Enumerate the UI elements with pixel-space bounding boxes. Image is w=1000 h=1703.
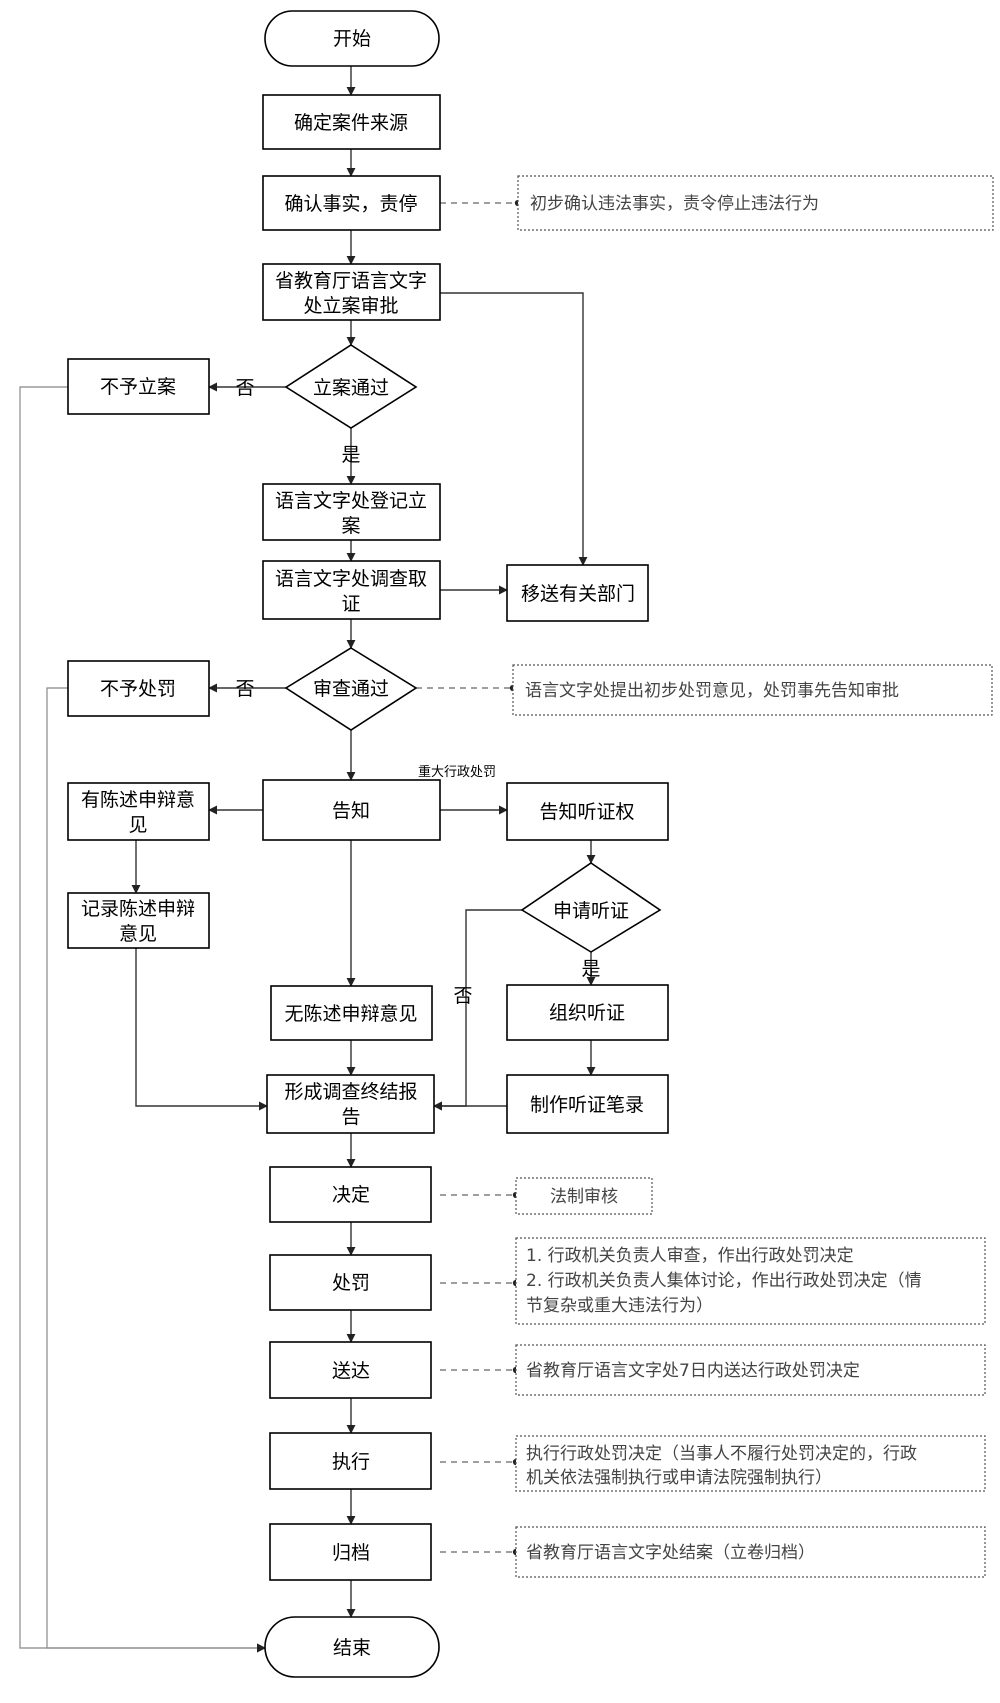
note-execute-text-2: 机关依法强制执行或申请法院强制执行） bbox=[526, 1468, 832, 1488]
node-register: 语言文字处登记立 案 bbox=[262, 483, 441, 541]
label-apply-no: 否 bbox=[453, 985, 472, 1007]
note-decide: 法制审核 bbox=[515, 1177, 653, 1215]
node-organize-hearing-label: 组织听证 bbox=[549, 1002, 625, 1024]
decision-filing-label: 立案通过 bbox=[313, 377, 389, 399]
note-penalty-text-1: 1. 行政机关负责人审查，作出行政处罚决定 bbox=[526, 1246, 854, 1266]
node-no-filing-label: 不予立案 bbox=[100, 376, 176, 398]
node-transfer-label: 移送有关部门 bbox=[521, 583, 635, 605]
node-decide: 决定 bbox=[269, 1166, 432, 1223]
node-record-statement-label-2: 意见 bbox=[119, 923, 157, 945]
node-notify-label: 告知 bbox=[332, 800, 370, 822]
node-approval-label-2: 处立案审批 bbox=[303, 295, 398, 317]
node-no-statement-label: 无陈述申辩意见 bbox=[284, 1003, 417, 1025]
node-has-statement: 有陈述申辩意 见 bbox=[67, 782, 210, 841]
node-hearing-record-label: 制作听证笔录 bbox=[530, 1094, 644, 1116]
node-organize-hearing: 组织听证 bbox=[506, 984, 669, 1041]
decision-apply-hearing: 申请听证 bbox=[520, 862, 662, 953]
node-execute: 执行 bbox=[269, 1432, 432, 1490]
node-deliver: 送达 bbox=[269, 1341, 432, 1399]
decision-apply-hearing-label: 申请听证 bbox=[553, 900, 629, 922]
node-hearing-record: 制作听证笔录 bbox=[506, 1074, 669, 1134]
node-investigate-label-2: 证 bbox=[341, 593, 360, 615]
node-no-penalty-label: 不予处罚 bbox=[100, 678, 176, 700]
note-penalty-text-3: 节复杂或重大违法行为） bbox=[526, 1296, 713, 1316]
node-notify-hearing-label: 告知听证权 bbox=[539, 801, 634, 823]
node-confirm-facts-label: 确认事实，责停 bbox=[284, 193, 417, 215]
label-major-penalty: 重大行政处罚 bbox=[418, 764, 496, 780]
node-report-label-1: 形成调查终结报 bbox=[284, 1081, 417, 1103]
decision-review-label: 审查通过 bbox=[313, 678, 389, 700]
note-review-text: 语言文字处提出初步处罚意见，处罚事先告知审批 bbox=[525, 681, 899, 701]
note-review: 语言文字处提出初步处罚意见，处罚事先告知审批 bbox=[512, 664, 993, 716]
label-filing-yes: 是 bbox=[341, 444, 360, 466]
node-no-filing: 不予立案 bbox=[67, 358, 210, 415]
node-end: 结束 bbox=[264, 1616, 440, 1678]
node-approval: 省教育厅语言文字 处立案审批 bbox=[262, 263, 441, 321]
node-record-statement-label-1: 记录陈述申辩 bbox=[81, 898, 195, 920]
note-deliver-text: 省教育厅语言文字处7日内送达行政处罚决定 bbox=[526, 1361, 860, 1381]
node-start: 开始 bbox=[264, 10, 440, 67]
note-penalty: 1. 行政机关负责人审查，作出行政处罚决定 2. 行政机关负责人集体讨论，作出行… bbox=[515, 1237, 986, 1325]
node-end-label: 结束 bbox=[333, 1637, 371, 1659]
note-decide-text: 法制审核 bbox=[550, 1187, 618, 1207]
node-archive-label: 归档 bbox=[332, 1542, 370, 1564]
decision-review: 审查通过 bbox=[284, 647, 418, 731]
node-start-label: 开始 bbox=[333, 28, 371, 50]
arrow-no-penalty-to-end bbox=[46, 687, 266, 1653]
label-filing-no: 否 bbox=[235, 377, 254, 399]
arrow-record-statement-to-report bbox=[135, 948, 268, 1111]
node-decide-label: 决定 bbox=[332, 1184, 370, 1206]
node-archive: 归档 bbox=[269, 1523, 432, 1581]
node-penalty-label: 处罚 bbox=[332, 1272, 370, 1294]
node-transfer: 移送有关部门 bbox=[506, 564, 649, 622]
label-review-no: 否 bbox=[235, 678, 254, 700]
note-archive: 省教育厅语言文字处结案（立卷归档） bbox=[515, 1526, 986, 1578]
node-register-label-2: 案 bbox=[341, 515, 360, 537]
node-approval-label-1: 省教育厅语言文字 bbox=[275, 270, 427, 292]
node-no-penalty: 不予处罚 bbox=[67, 660, 210, 717]
node-no-statement: 无陈述申辩意见 bbox=[270, 985, 433, 1041]
node-confirm-source: 确定案件来源 bbox=[262, 94, 441, 150]
note-confirm-facts: 初步确认违法事实，责令停止违法行为 bbox=[517, 175, 994, 231]
node-confirm-source-label: 确定案件来源 bbox=[294, 112, 408, 134]
node-record-statement: 记录陈述申辩 意见 bbox=[67, 892, 210, 949]
arrow-approval-to-transfer bbox=[440, 292, 588, 566]
note-penalty-text-2: 2. 行政机关负责人集体讨论，作出行政处罚决定（情 bbox=[526, 1271, 922, 1291]
node-investigate: 语言文字处调查取 证 bbox=[262, 560, 441, 620]
node-notify: 告知 bbox=[262, 779, 441, 841]
note-confirm-facts-text: 初步确认违法事实，责令停止违法行为 bbox=[530, 194, 819, 214]
note-execute-text-1: 执行行政处罚决定（当事人不履行处罚决定的，行政 bbox=[526, 1444, 917, 1464]
connectors bbox=[19, 66, 596, 1653]
node-notify-hearing: 告知听证权 bbox=[506, 782, 669, 841]
node-deliver-label: 送达 bbox=[332, 1360, 370, 1382]
node-execute-label: 执行 bbox=[332, 1451, 370, 1473]
node-investigate-label-1: 语言文字处调查取 bbox=[275, 568, 427, 590]
node-has-statement-label-2: 见 bbox=[128, 814, 147, 836]
note-archive-text: 省教育厅语言文字处结案（立卷归档） bbox=[526, 1543, 815, 1563]
node-confirm-facts: 确认事实，责停 bbox=[262, 175, 441, 231]
note-deliver: 省教育厅语言文字处7日内送达行政处罚决定 bbox=[515, 1344, 986, 1396]
node-penalty: 处罚 bbox=[269, 1254, 432, 1311]
node-has-statement-label-1: 有陈述申辩意 bbox=[81, 789, 195, 811]
decision-filing: 立案通过 bbox=[284, 344, 418, 429]
node-register-label-1: 语言文字处登记立 bbox=[275, 490, 427, 512]
note-execute: 执行行政处罚决定（当事人不履行处罚决定的，行政 机关依法强制执行或申请法院强制执… bbox=[515, 1435, 986, 1492]
arrow-no-filing-to-end bbox=[19, 386, 266, 1653]
node-report-label-2: 告 bbox=[341, 1106, 360, 1128]
node-report: 形成调查终结报 告 bbox=[266, 1074, 435, 1134]
label-apply-yes: 是 bbox=[581, 958, 600, 980]
